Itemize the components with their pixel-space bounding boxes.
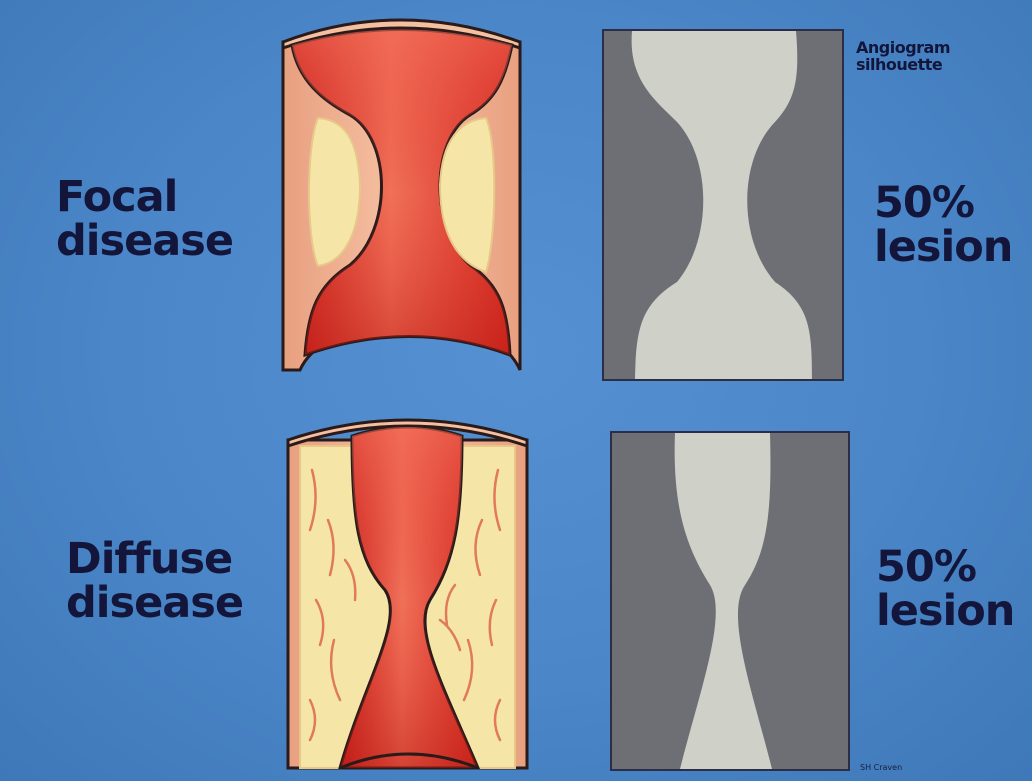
focal-lesion-label: 50% lesion xyxy=(874,182,1012,270)
diffuse-lesion-label: 50% lesion xyxy=(876,546,1014,634)
focal-disease-label: Focal disease xyxy=(56,176,233,264)
focal-label-line1: Focal xyxy=(56,176,233,220)
diffuse-lesion-percent: 50% xyxy=(876,546,1014,590)
diffuse-disease-label: Diffuse disease xyxy=(66,538,243,626)
diffuse-angiogram xyxy=(611,432,849,770)
diffuse-label-line1: Diffuse xyxy=(66,538,243,582)
focal-label-line2: disease xyxy=(56,220,233,264)
diffuse-lesion-word: lesion xyxy=(876,590,1014,634)
focal-lesion-percent: 50% xyxy=(874,182,1012,226)
diffuse-vessel-illustration xyxy=(288,420,527,768)
angiogram-caption-line2: silhouette xyxy=(856,57,950,74)
focal-lesion-word: lesion xyxy=(874,226,1012,270)
angiogram-silhouette-caption: Angiogram silhouette xyxy=(856,40,950,74)
focal-vessel-illustration xyxy=(283,20,520,370)
diffuse-label-line2: disease xyxy=(66,582,243,626)
artist-credit: SH Craven xyxy=(860,763,902,772)
focal-angiogram xyxy=(603,30,843,380)
